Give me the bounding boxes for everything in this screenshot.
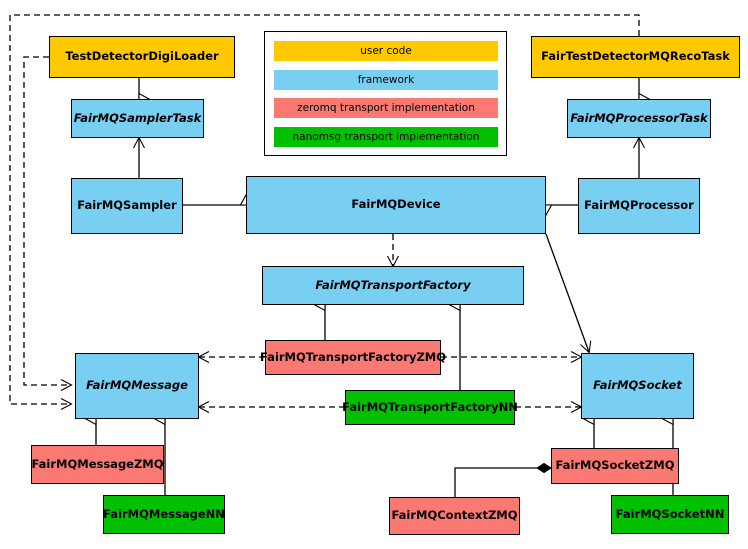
legend-label-nanomsg: nanomsg transport implementation [292,131,480,143]
legend-label-user-code: user code [360,45,412,57]
node-fair-test-detector-mq-reco-task[interactable]: FairTestDetectorMQRecoTask [531,36,740,78]
edge-digiloader-message [23,56,73,391]
node-fairmq-sampler[interactable]: FairMQSampler [71,178,183,234]
node-fairmq-message-nn[interactable]: FairMQMessageNN [103,495,225,534]
node-fairmq-socket-zmq[interactable]: FairMQSocketZMQ [551,448,679,484]
legend-panel: user code framework zeromq transport imp… [264,31,507,156]
node-fairmq-message[interactable]: FairMQMessage [75,353,199,419]
node-fairmq-message-zmq[interactable]: FairMQMessageZMQ [31,445,164,484]
node-fairmq-sampler-task[interactable]: FairMQSamplerTask [71,99,204,138]
legend-label-zeromq: zeromq transport implementation [297,102,475,114]
node-test-detector-digi-loader[interactable]: TestDetectorDigiLoader [49,36,235,78]
edge-socketzmq-contextzmq [454,462,552,497]
node-fairmq-transport-factory-zmq[interactable]: FairMQTransportFactoryZMQ [260,340,446,375]
edge-device-socket [545,233,592,354]
node-fairmq-socket[interactable]: FairMQSocket [581,353,694,419]
legend-item-zeromq: zeromq transport implementation [274,98,498,118]
node-fairmq-transport-factory[interactable]: FairMQTransportFactory [262,266,524,305]
node-fairmq-transport-factory-nn[interactable]: FairMQTransportFactoryNN [342,390,518,425]
node-fairmq-device[interactable]: FairMQDevice [246,176,546,234]
legend-item-framework: framework [274,70,498,90]
node-fairmq-processor-task[interactable]: FairMQProcessorTask [567,99,711,138]
node-fairmq-processor[interactable]: FairMQProcessor [578,178,700,234]
legend-item-nanomsg: nanomsg transport implementation [274,127,498,147]
node-fairmq-socket-nn[interactable]: FairMQSocketNN [611,495,729,534]
legend-label-framework: framework [357,74,415,86]
legend-item-user-code: user code [274,41,498,61]
node-fairmq-context-zmq[interactable]: FairMQContextZMQ [389,497,520,535]
